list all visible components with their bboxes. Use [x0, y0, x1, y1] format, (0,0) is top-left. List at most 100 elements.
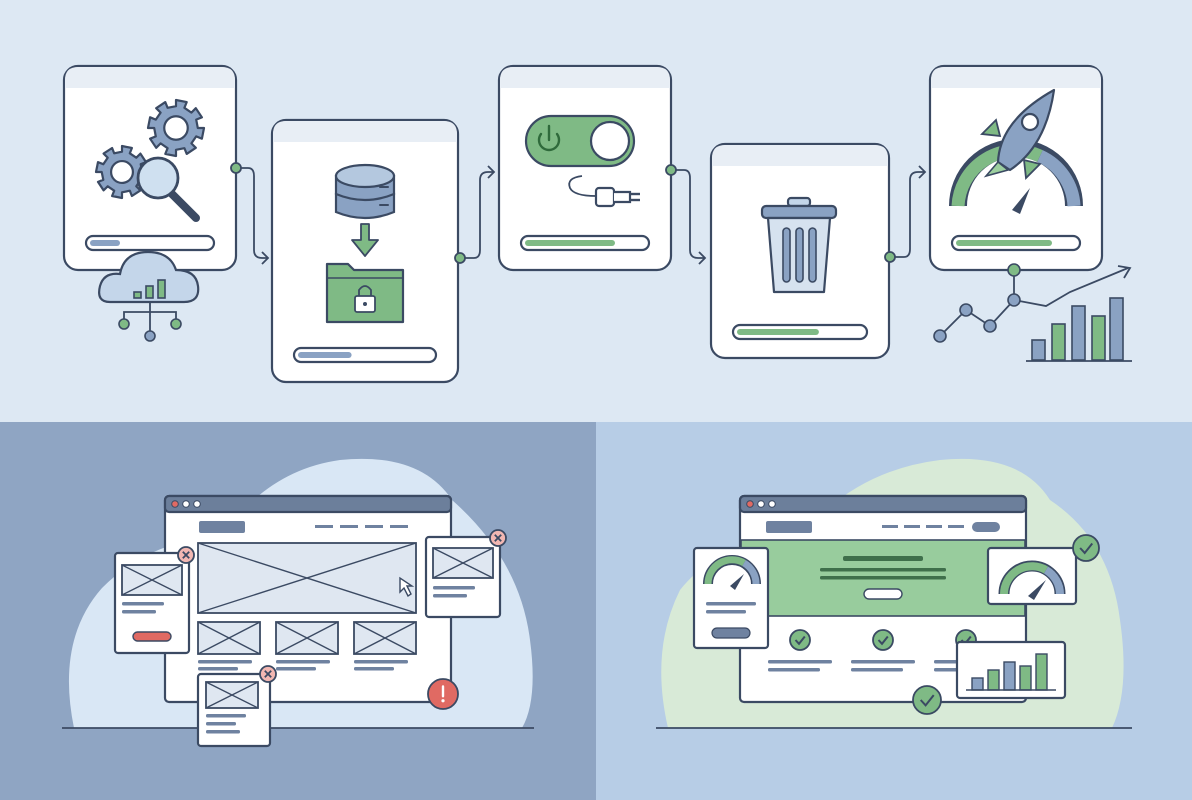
cloud-bar — [145, 285, 154, 299]
cursor-icon — [399, 576, 415, 598]
image-placeholder-icon — [205, 681, 259, 709]
check-icon — [912, 685, 942, 715]
cloud-shape — [98, 250, 200, 304]
window-dot — [746, 500, 754, 508]
gauge-needle — [1012, 188, 1030, 214]
gear-icon — [94, 144, 150, 200]
pipeline-step-toggle — [497, 64, 673, 272]
bar-chart-icon — [1003, 661, 1016, 691]
trash-slat — [795, 227, 804, 283]
rocket-window — [1020, 112, 1040, 132]
card-header-band — [273, 121, 457, 142]
nav-button — [972, 522, 1000, 532]
rocket-fin — [980, 118, 1002, 138]
connector-line — [671, 169, 705, 259]
image-placeholder-icon — [432, 547, 494, 579]
cloud-bar — [133, 291, 142, 299]
folder-icon — [325, 262, 405, 324]
close-icon — [489, 529, 507, 547]
gears-magnifier-icon — [94, 98, 206, 222]
bar-chart-icon — [971, 677, 984, 691]
window-dot — [182, 500, 190, 508]
connector-line — [889, 171, 925, 258]
trend-point — [983, 319, 997, 333]
image-placeholder-icon — [121, 564, 183, 596]
growth-bar — [1109, 297, 1124, 361]
window-dot — [171, 500, 179, 508]
network-node — [118, 318, 130, 330]
image-placeholder-icon — [353, 621, 417, 655]
placeholder-cross — [205, 681, 259, 709]
logo-block — [199, 521, 245, 533]
database-layer — [334, 192, 396, 220]
nav-line — [948, 525, 964, 528]
connector-dot — [665, 164, 677, 176]
gauge-green — [1000, 562, 1048, 595]
connector-dot — [884, 251, 896, 263]
badge-mark — [494, 534, 502, 542]
text-line — [820, 576, 946, 580]
growth-bar — [1031, 339, 1046, 361]
card-button — [711, 627, 751, 639]
placeholder-cross — [432, 547, 494, 579]
trend-point — [933, 329, 947, 343]
plug-body — [594, 186, 616, 208]
trash-can-icon — [760, 196, 838, 294]
close-icon — [259, 665, 277, 683]
text-line — [820, 568, 946, 572]
gauge-blue — [742, 559, 760, 585]
connector-line — [458, 171, 494, 259]
trend-point — [1007, 263, 1021, 277]
bar-chart-icon — [1035, 653, 1048, 691]
warning-icon — [427, 678, 459, 710]
cloud-bar — [157, 279, 166, 299]
gauge-green — [704, 556, 746, 585]
gauge-needle — [1028, 580, 1046, 600]
text-line — [206, 722, 236, 726]
rocket-flame — [983, 160, 1010, 178]
pipeline-connectors — [230, 162, 927, 265]
text-line — [276, 660, 330, 664]
text-line — [706, 602, 756, 606]
text-line — [706, 610, 746, 614]
text-line — [206, 714, 246, 718]
gear-icon — [146, 98, 206, 158]
cloud-analytics-icon — [98, 250, 200, 342]
growth-bar — [1091, 315, 1106, 361]
error-button — [132, 631, 172, 642]
placeholder-cross — [353, 621, 417, 655]
placeholder-cross — [275, 621, 339, 655]
text-line — [198, 660, 252, 664]
browser-titlebar — [738, 494, 1028, 514]
down-arrow-icon — [351, 223, 379, 257]
text-line — [768, 660, 832, 664]
progress-fill — [298, 352, 352, 358]
text-line — [354, 667, 394, 671]
trash-slat — [782, 227, 791, 283]
nav-line — [340, 525, 358, 528]
badge-circle — [912, 685, 942, 715]
database-top — [334, 163, 396, 189]
progress-fill — [956, 240, 1052, 246]
connector-arrow — [487, 165, 496, 179]
trash-slat — [808, 227, 817, 283]
badge-mark — [264, 670, 272, 678]
bar-chart-icon — [1019, 665, 1032, 691]
window-dot — [193, 500, 201, 508]
badge-mark — [794, 635, 806, 646]
connector-dot — [230, 162, 242, 174]
gear-hole — [163, 115, 189, 141]
rocket-fin — [1022, 158, 1042, 180]
network-node — [170, 318, 182, 330]
text-line — [354, 660, 408, 664]
toggle-knob — [589, 120, 631, 162]
badge-mark — [919, 694, 935, 707]
trash-handle — [786, 196, 812, 208]
text-line — [206, 730, 240, 734]
network-node — [144, 330, 156, 342]
after-panel-optimized — [656, 458, 1132, 729]
nav-line — [904, 525, 920, 528]
progress-fill — [90, 240, 120, 246]
badge-circle — [1072, 534, 1100, 562]
close-icon — [177, 546, 195, 564]
